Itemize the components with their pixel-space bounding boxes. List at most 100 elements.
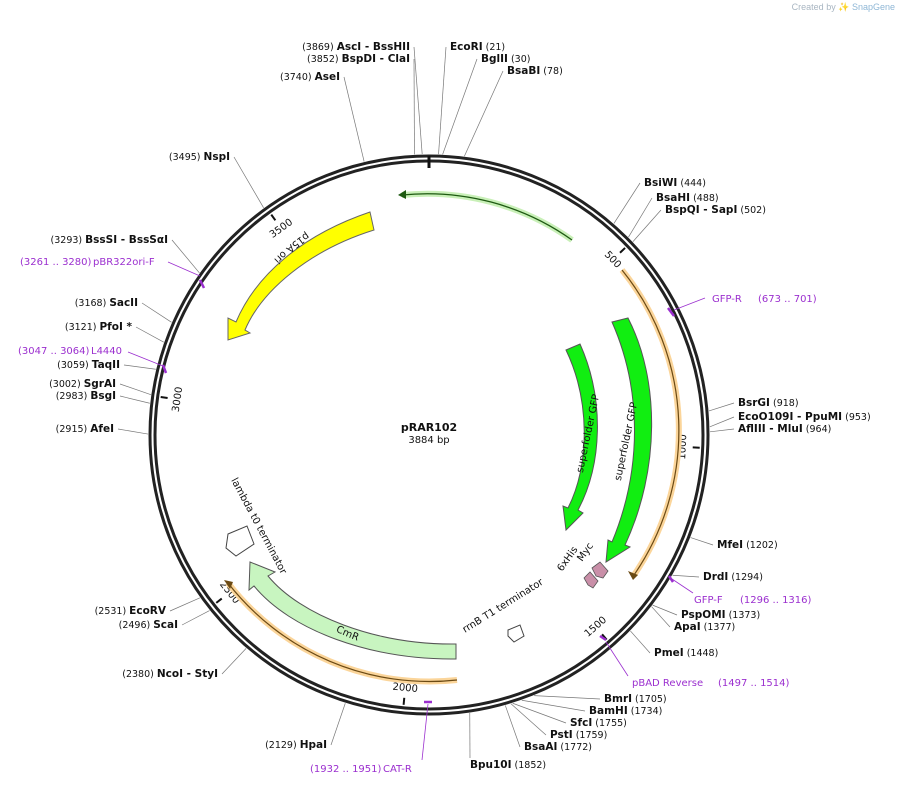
site-leader-line [119,383,152,396]
site-position: (1852) [512,760,547,771]
primer-label-range: (1296 .. 1316) [740,595,812,606]
site-label: (2531) EcoRV [95,605,167,617]
scale-tick-label: 1500 [583,615,609,640]
site-position: (488) [690,193,719,204]
site-enzyme-extra: - ClaI [376,53,410,65]
site-leader-line [504,705,521,748]
site-enzyme-name: AflIII [738,423,766,435]
site-label: BmrI (1705) [604,693,667,705]
restriction-site-lines [117,46,735,759]
site-label: (2915) AfeI [56,423,114,435]
site-leader-line [651,606,671,628]
site-position: (1294) [728,572,763,583]
site-label: BsaAI (1772) [524,741,592,753]
site-leader-line [534,695,601,700]
rrnb-label: rrnB T1 terminator [461,576,546,635]
site-label: (3869) AscI - BssHII [302,41,410,53]
site-label: (3002) SgrAI [49,378,116,390]
lambda-terminator [225,525,255,557]
site-enzyme-name: SgrAI [84,378,116,390]
site-leader-line [117,428,149,435]
primer-labels: (3261 .. 3280) pBR322ori-F (3047 .. 3064… [18,257,817,775]
site-enzyme-name: BspQI [665,204,700,216]
site-label: (3495) NspI [169,151,230,163]
site-enzyme-name: BssSI [85,234,117,246]
site-label: PmeI (1448) [654,647,718,659]
site-position: (1373) [726,610,761,621]
site-position: (1377) [701,622,736,633]
site-position: (1755) [592,718,627,729]
top-strand-arrow [398,190,406,199]
site-enzyme-extra: - PpuMI [793,411,842,423]
site-enzyme-extra: - BssSαI [117,234,168,246]
site-label: BsiWI (444) [644,177,706,189]
primer-leader [167,261,201,277]
site-enzyme-name: SfcI [570,717,592,729]
site-leader-line [690,537,714,546]
site-label: EcoRI (21) [450,41,505,53]
snapgene-logo-icon: ✨ [838,2,850,12]
his-tag [583,571,599,589]
site-enzyme-name: EcoRV [129,605,167,617]
site-position: (2129) [265,740,300,751]
gfp-inner-feature [562,343,598,532]
primer-label-name: CAT-R [383,764,412,775]
site-label: (3852) BspDI - ClaI [307,53,410,65]
site-label: (3059) TaqII [57,359,120,371]
site-label: PspOMI (1373) [681,609,760,621]
primer-label-range: (3047 .. 3064) [18,346,90,357]
site-label: (2129) HpaI [265,739,327,751]
site-leader-line [233,156,264,209]
primer-marks [127,261,706,761]
site-leader-line [652,604,678,616]
site-leader-line [442,58,478,155]
site-leader-line [709,416,735,428]
site-position: (1734) [628,706,663,717]
site-leader-line [512,702,567,724]
site-enzyme-name: AscI [337,41,362,53]
site-label: BamHI (1734) [589,705,662,717]
primer-leader [673,297,706,311]
site-label: BsaBI (78) [507,65,563,77]
site-leader-line [343,76,365,162]
orange-track-arrow [628,571,638,580]
site-enzyme-name: NcoI [157,668,183,680]
site-enzyme-name: PfoI * [99,321,132,333]
rrnb-terminator [507,624,525,643]
top-strand-line [401,193,573,241]
site-leader-line [672,574,700,578]
site-label: SfcI (1755) [570,717,627,729]
gfp-outer-feature [605,317,653,563]
site-enzyme-name: BglII [481,53,508,65]
site-position: (3293) [51,235,86,246]
scale-tick [270,214,277,221]
site-label: BspQI - SapI (502) [665,204,766,216]
site-label: MfeI (1202) [717,539,778,551]
site-enzyme-name: PspOMI [681,609,726,621]
restriction-site-labels: (3869) AscI - BssHII(3852) BspDI - ClaI(… [49,41,871,771]
site-position: (2496) [119,620,154,631]
site-position: (1759) [573,730,608,741]
site-position: (2531) [95,606,130,617]
site-enzyme-name: HpaI [300,739,327,751]
scale-tick [402,697,406,705]
plasmid-name: pRAR102 [401,421,457,434]
site-position: (3852) [307,54,342,65]
lambda-label: lambda t0 terminator [228,476,288,577]
site-enzyme-name: NspI [204,151,230,163]
primer-label-name: L4440 [91,346,122,357]
primer-leader [127,351,164,367]
scale-tick-label: 3500 [268,217,295,241]
plasmid-size: 3884 bp [408,435,449,446]
site-position: (3869) [302,42,337,53]
site-enzyme-name: BsaBI [507,65,540,77]
site-position: (3059) [57,360,92,371]
site-leader-line [709,428,735,433]
site-enzyme-name: PmeI [654,647,684,659]
site-leader-line [438,46,447,155]
ori-feature [227,211,375,341]
site-label: (2983) BsgI [56,390,116,402]
site-enzyme-name: Bpu10I [470,759,512,771]
site-enzyme-extra: - BssHII [361,41,410,53]
